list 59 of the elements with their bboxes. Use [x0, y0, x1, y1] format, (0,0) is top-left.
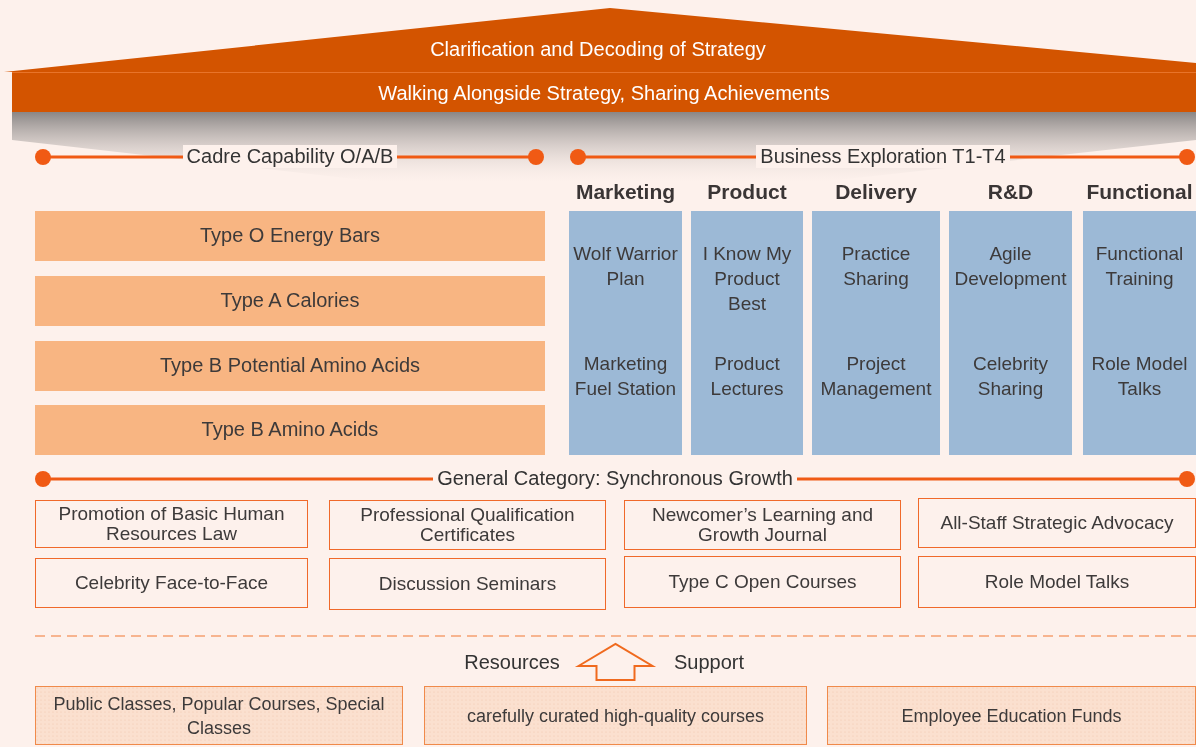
column-item: Wolf Warrior Plan: [572, 242, 679, 291]
banner-band: [12, 72, 1196, 112]
column-item: Marketing Fuel Station: [573, 352, 678, 401]
bar-label: Type B Amino Acids: [200, 418, 380, 441]
box-label: Employee Education Funds: [900, 704, 1123, 728]
column-box: [1083, 211, 1196, 455]
activity-box: [329, 558, 606, 610]
column-box: [949, 211, 1072, 455]
resource-box: [424, 686, 807, 745]
activity-box: [918, 556, 1196, 608]
arrow-label: Support: [672, 651, 746, 674]
column-box: [812, 211, 940, 455]
bar-label: Type O Energy Bars: [198, 224, 382, 247]
section-heading: Cadre Capability O/A/B: [182, 145, 398, 168]
column-item: Role Model Talks: [1090, 352, 1189, 401]
box-label: Discussion Seminars: [377, 574, 558, 594]
column-heading: Product: [706, 180, 788, 204]
resource-box: [827, 686, 1196, 745]
box-label: Professional Qualification Certificates: [359, 505, 576, 545]
column-item: Functional Training: [1094, 242, 1185, 291]
activity-box: [35, 500, 308, 548]
arrow-label: Resources: [463, 651, 561, 674]
activity-box: [624, 556, 901, 608]
category-bar: [35, 276, 545, 326]
section-heading: General Category: Synchronous Growth: [433, 467, 797, 490]
box-label: Role Model Talks: [983, 572, 1131, 592]
activity-box: [624, 500, 901, 550]
box-label: Type C Open Courses: [667, 572, 858, 592]
category-bar: [35, 405, 545, 455]
bar-label: Type B Potential Amino Acids: [158, 354, 422, 377]
roof-title: Clarification and Decoding of Strategy: [429, 38, 767, 61]
resource-box: [35, 686, 403, 745]
column-heading: Marketing: [574, 180, 677, 204]
column-item: I Know My Product Best: [701, 242, 793, 316]
column-item: Agile Development: [953, 242, 1068, 291]
box-label: Promotion of Basic Human Resources Law: [57, 504, 286, 544]
box-label: Public Classes, Popular Courses, Special Classes: [52, 692, 386, 740]
column-item: Celebrity Sharing: [972, 352, 1049, 401]
column-item: Practice Sharing: [840, 242, 912, 291]
column-heading: R&D: [986, 180, 1035, 204]
category-bar: [35, 211, 545, 261]
section-heading: Business Exploration T1-T4: [756, 145, 1010, 168]
category-bar: [35, 341, 545, 391]
activity-box: [35, 558, 308, 608]
banner-text: Walking Alongside Strategy, Sharing Achievements: [377, 82, 831, 105]
activity-box: [918, 498, 1196, 548]
column-heading: Functional: [1085, 180, 1194, 204]
column-heading: Delivery: [834, 180, 918, 204]
column-box: [691, 211, 803, 455]
block-arrow: [574, 642, 657, 681]
box-label: Newcomer’s Learning and Growth Journal: [650, 505, 875, 545]
box-label: All-Staff Strategic Advocacy: [939, 513, 1175, 533]
box-label: carefully curated high-quality courses: [465, 704, 766, 728]
column-item: Project Management: [819, 352, 933, 401]
bar-label: Type A Calories: [219, 289, 361, 312]
activity-box: [329, 500, 606, 550]
column-item: Product Lectures: [709, 352, 785, 401]
column-box: [569, 211, 682, 455]
box-label: Celebrity Face-to-Face: [73, 573, 270, 593]
